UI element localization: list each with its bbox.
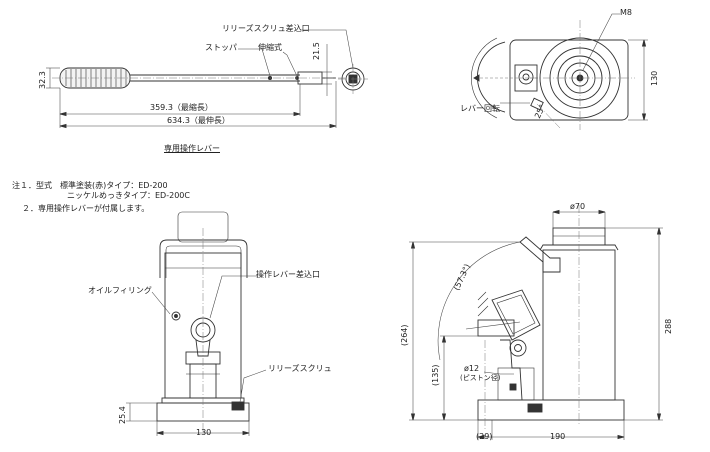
- lever-caption: 専用操作レバー: [164, 144, 220, 153]
- carry-handle: [159, 239, 248, 278]
- label-telescopic: 伸縮式: [258, 43, 282, 52]
- label-oil-filling: オイルフィリング: [88, 286, 152, 295]
- label-lever-rotation: レバー回転: [460, 104, 500, 113]
- side-view: [409, 205, 663, 440]
- note-line-3: ２．専用操作レバーが付属します。: [22, 204, 150, 213]
- dim-dia-70: ø70: [570, 202, 586, 211]
- lever-view: [46, 29, 368, 129]
- top-view: [471, 13, 648, 130]
- note-line-1: 注１．型式 標準塗装(赤)タイプ：ED-200: [12, 181, 168, 190]
- dim-piston-dia: ø12: [464, 364, 480, 373]
- label-m8: M8: [620, 8, 632, 17]
- label-stopper: ストッパ: [205, 43, 237, 52]
- dim-top-130: 130: [650, 70, 659, 86]
- label-piston-note: (ピストン径): [460, 374, 501, 382]
- dim-lever-longest: 634.3（最伸長）: [167, 116, 230, 125]
- base-side: [477, 399, 625, 421]
- pump-lever-housing: [491, 289, 541, 341]
- dim-lever-diameter: 32.3: [38, 71, 47, 89]
- label-lever-port: 操作レバー差込口: [256, 270, 320, 279]
- dim-side-190: 190: [550, 432, 566, 441]
- oil-filling-plug: [171, 311, 181, 321]
- front-view: [126, 211, 267, 436]
- dim-side-288: 288: [664, 318, 673, 334]
- note-line-2: ニッケルめっきタイプ：ED-200C: [67, 191, 190, 200]
- dim-front-130: 130: [196, 428, 212, 437]
- lever-rotation-arc: [476, 41, 506, 113]
- label-release-screw-port: リリーズスクリュ差込口: [222, 24, 310, 33]
- dim-side-264: (264): [400, 324, 409, 346]
- carry-handle-side: [519, 236, 561, 273]
- dim-side-29: (29): [476, 432, 493, 441]
- dim-lever-215: 21.5: [312, 42, 321, 60]
- dim-lever-shortest: 359.3（最縮長）: [150, 103, 213, 112]
- dim-side-135: (135): [431, 364, 440, 386]
- dim-front-254: 25.4: [118, 406, 127, 424]
- base-outline-top: [509, 39, 629, 121]
- label-release-screw: リリーズスクリュ: [268, 364, 332, 373]
